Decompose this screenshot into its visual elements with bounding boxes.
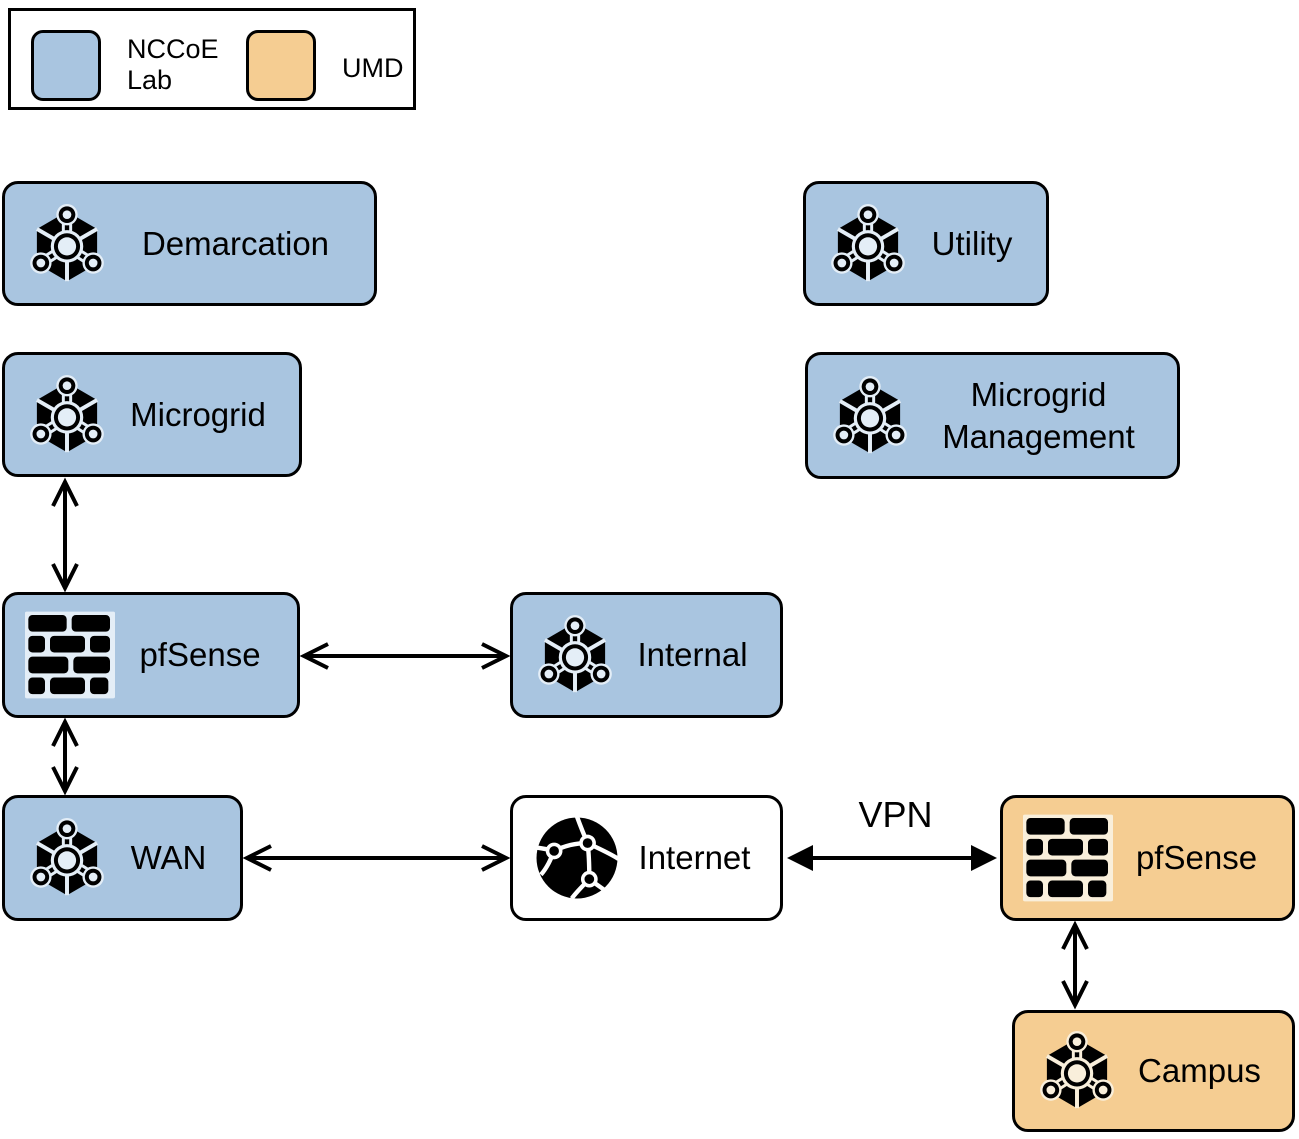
- network-segment-icon: [828, 372, 912, 460]
- firewall-icon: [25, 611, 115, 699]
- node-label: Demarcation: [141, 224, 330, 262]
- node-demarcation: Demarcation: [2, 181, 377, 306]
- node-label: pfSense: [1135, 839, 1258, 877]
- legend: NCCoE Lab UMD: [8, 8, 416, 110]
- node-label: Microgrid: [130, 395, 266, 433]
- node-wan: WAN: [2, 795, 243, 921]
- node-label: pfSense: [139, 636, 261, 674]
- node-label: WAN: [130, 839, 207, 877]
- network-segment-icon: [1035, 1027, 1119, 1115]
- node-label: Microgrid Management: [942, 376, 1135, 455]
- node-label: Campus: [1138, 1052, 1261, 1090]
- node-microgrid: Microgrid: [2, 352, 302, 477]
- edge-pfsense-wan: [51, 717, 79, 796]
- network-segment-icon: [25, 814, 109, 902]
- node-label: Internet: [638, 839, 751, 877]
- legend-swatch-nccoe: [31, 30, 101, 101]
- node-campus: Campus: [1012, 1010, 1295, 1132]
- edge-pfsense-internal: [299, 642, 511, 670]
- network-segment-icon: [826, 200, 910, 288]
- globe-icon: [533, 814, 621, 902]
- node-pfsense-nccoe: pfSense: [2, 592, 300, 718]
- network-segment-icon: [533, 611, 617, 699]
- edge-internet-pfsense-umd: [787, 845, 997, 871]
- network-segment-icon: [25, 371, 109, 459]
- node-pfsense-umd: pfSense: [1000, 795, 1295, 921]
- legend-swatch-umd: [246, 30, 316, 101]
- node-utility: Utility: [803, 181, 1049, 306]
- node-microgrid-management: Microgrid Management: [805, 352, 1180, 479]
- edge-wan-internet: [242, 844, 511, 872]
- node-label: Internal: [637, 636, 748, 674]
- edge-microgrid-pfsense: [51, 477, 79, 593]
- network-segment-icon: [25, 200, 109, 288]
- node-internet: Internet: [510, 795, 783, 921]
- node-label: Utility: [931, 224, 1013, 262]
- legend-label-nccoe: NCCoE Lab: [127, 34, 219, 95]
- firewall-icon: [1023, 814, 1113, 902]
- legend-label-umd: UMD: [342, 53, 404, 83]
- edge-pfsense-umd-campus: [1061, 920, 1089, 1010]
- node-internal: Internal: [510, 592, 783, 718]
- vpn-edge-label: VPN: [858, 794, 933, 835]
